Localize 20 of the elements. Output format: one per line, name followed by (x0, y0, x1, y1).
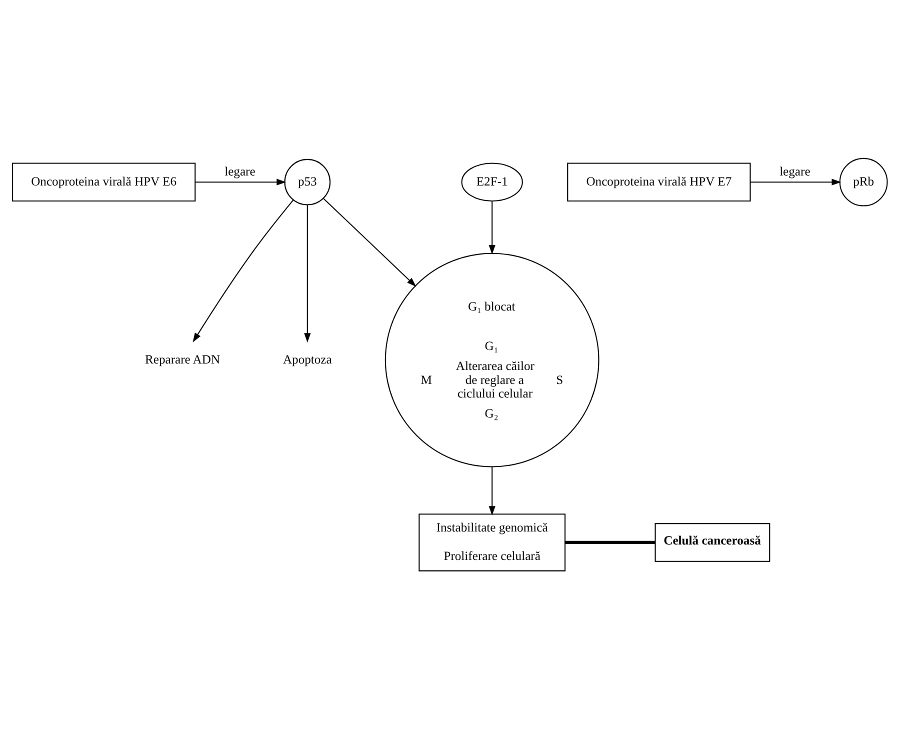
node-circle: pRb (839, 158, 888, 206)
node-circle: G₁ blocat G₁ M Alterarea căilor de reglare a ciclului celular S G₂ (384, 252, 600, 468)
node-box: Celulă canceroasă (654, 523, 770, 562)
node-ellipse: E2F-1 (461, 162, 523, 202)
arrow (195, 178, 286, 186)
node-box: Instabilitate genomică Proliferare celulară (418, 514, 566, 572)
arrow (323, 198, 416, 287)
arrow (750, 178, 842, 186)
node-text: Reparare ADN (144, 352, 220, 366)
arrow (488, 467, 496, 516)
arrow (304, 204, 311, 343)
arrow (192, 200, 294, 342)
node-text: Apoptoza (282, 352, 332, 366)
edge-label: legare (224, 164, 256, 178)
connector (565, 540, 656, 544)
arrow (488, 201, 496, 254)
edge-label: legare (780, 164, 810, 178)
node-box: Oncoproteina virală HPV E7 (567, 162, 751, 202)
node-circle: p53 (284, 158, 331, 206)
node-box: Oncoproteina virală HPV E6 (12, 162, 196, 202)
